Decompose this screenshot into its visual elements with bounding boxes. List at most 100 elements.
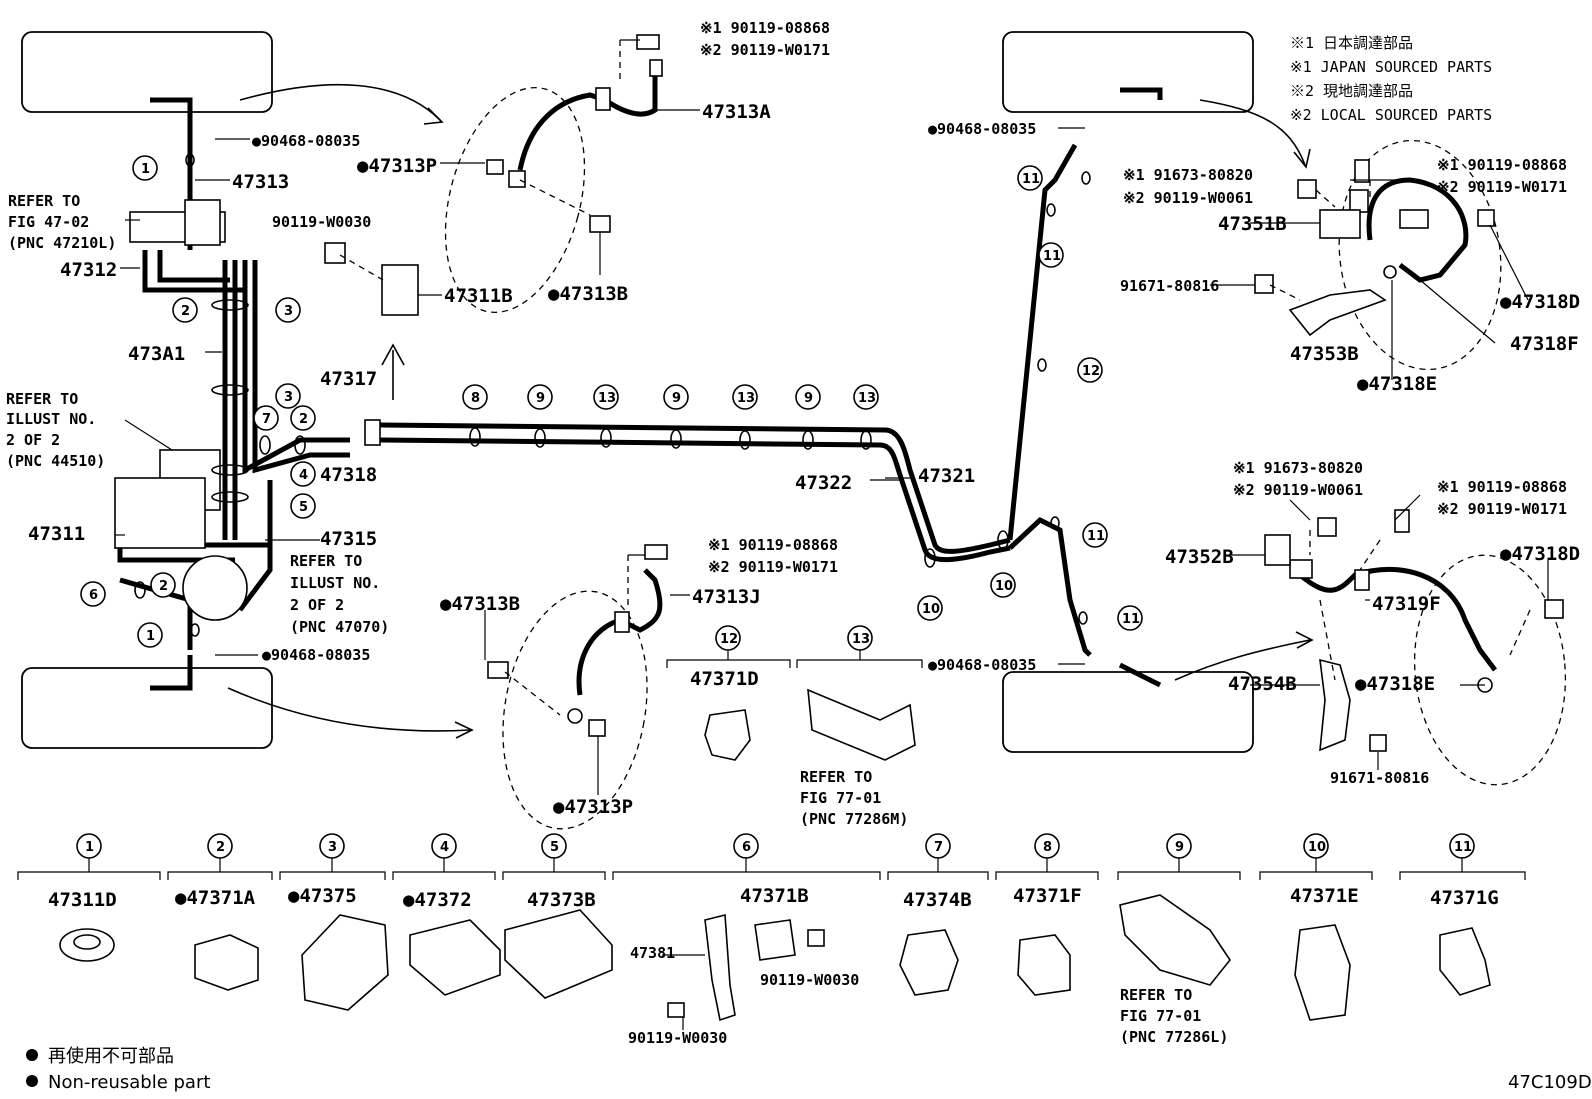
legend-part-47371g: 47371G <box>1430 887 1499 909</box>
svg-text:1: 1 <box>146 629 155 644</box>
ref-47070-line3: 2 OF 2 <box>290 596 344 614</box>
label-91671-80816-b: 91671-80816 <box>1330 769 1429 787</box>
svg-text:8: 8 <box>471 391 480 406</box>
svg-text:11: 11 <box>1454 840 1472 855</box>
label-47354b: 47354B <box>1228 673 1297 695</box>
circle-num-3-a: 3 <box>275 297 301 323</box>
circle-num-2-top: 2 <box>172 297 198 323</box>
svg-text:5: 5 <box>550 840 559 855</box>
note-bot-bolt-2: ※2 90119-W0171 <box>708 558 838 576</box>
ref-44510-line3: 2 OF 2 <box>6 431 60 449</box>
circle-num-6: 6 <box>80 581 106 607</box>
source-note-1-jp: ※1 日本調達部品 <box>1290 34 1413 52</box>
bottom-parts-legend: 1 2 3 4 5 6 7 8 9 10 11 47311D ●47371A ●… <box>17 833 1526 1047</box>
circle-num-13-a: 13 <box>593 384 619 410</box>
label-47318d-a: ●47318D <box>1500 291 1580 313</box>
note-top-bolt-1: ※1 90119-08868 <box>700 19 830 37</box>
label-90468-right-bot: ●90468-08035 <box>928 656 1036 674</box>
svg-text:10: 10 <box>995 579 1013 594</box>
ref-77286m-line3: (PNC 77286M) <box>800 810 908 828</box>
label-47311b: 47311B <box>444 285 513 307</box>
bracket-47311b <box>381 264 419 316</box>
bracket-47354b <box>1319 658 1351 752</box>
legend-circle-11: 11 <box>1449 833 1475 859</box>
circle-num-7: 7 <box>253 405 279 431</box>
svg-text:13: 13 <box>598 391 616 406</box>
ref-77286l-line2: FIG 77-01 <box>1120 1007 1201 1025</box>
svg-text:9: 9 <box>536 391 545 406</box>
note-top-bolt-2: ※2 90119-W0171 <box>700 41 830 59</box>
label-90119-w0030-top: 90119-W0030 <box>272 213 371 231</box>
svg-text:11: 11 <box>1087 529 1105 544</box>
label-91671-80816-a: 91671-80816 <box>1120 277 1219 295</box>
circle-num-12-mid: 12 <box>715 625 741 651</box>
source-note-1-en: ※1 JAPAN SOURCED PARTS <box>1290 58 1492 76</box>
vehicle-outline-rear-right <box>1002 671 1254 753</box>
svg-text:2: 2 <box>216 840 225 855</box>
circle-num-11-c: 11 <box>1082 522 1108 548</box>
ref-47070-line1: REFER TO <box>290 552 362 570</box>
legend-part-47371e: 47371E <box>1290 885 1359 907</box>
legend-part-47375: ●47375 <box>288 885 357 907</box>
svg-text:10: 10 <box>1308 840 1326 855</box>
leader-lines <box>115 39 1549 770</box>
legend-part-47311d: 47311D <box>48 889 117 911</box>
svg-text:13: 13 <box>737 391 755 406</box>
label-47318d-b: ●47318D <box>1500 543 1580 565</box>
ref-fig4702-line2: FIG 47-02 <box>8 213 89 231</box>
flow-arrow-bottom-right <box>1174 639 1311 681</box>
wheel-outline-rear-right <box>1413 554 1567 786</box>
clamp-47371a-illustration <box>194 934 259 991</box>
ref-fig4702-line1: REFER TO <box>8 192 80 210</box>
vehicle-outline-front-left <box>21 31 273 113</box>
svg-text:2: 2 <box>181 304 190 319</box>
clamp-47374b-illustration <box>899 929 959 996</box>
flow-arrow-top-right <box>1199 99 1306 166</box>
label-47317: 47317 <box>320 368 377 390</box>
non-reusable-legend: 再使用不可部品 Non-reusable part <box>26 1046 210 1093</box>
label-47318e-b: ●47318E <box>1355 673 1435 695</box>
legend-part-47371b: 47371B <box>740 885 809 907</box>
legend-circle-6: 6 <box>733 833 759 859</box>
label-47319f: 47319F <box>1372 593 1441 615</box>
label-47313p-bot: ●47313P <box>553 796 633 818</box>
svg-text:3: 3 <box>284 390 293 405</box>
circle-num-1-bot: 1 <box>137 622 163 648</box>
label-47318f: 47318F <box>1510 333 1579 355</box>
label-47313b-top: ●47313B <box>548 283 628 305</box>
clamp-47371b-illustration <box>754 919 796 961</box>
note-rb-bracket-bolt-1: ※1 91673-80820 <box>1233 459 1363 477</box>
legend-circle-2: 2 <box>207 833 233 859</box>
label-90468-bot: ●90468-08035 <box>262 646 370 664</box>
circle-num-2-mid: 2 <box>290 405 316 431</box>
svg-text:11: 11 <box>1122 612 1140 627</box>
note-rt-bracket-bolt-1: ※1 91673-80820 <box>1123 166 1253 184</box>
clamp-47375-illustration <box>301 914 389 1011</box>
circle-num-11-d: 11 <box>1117 605 1143 631</box>
bracket-47352b <box>1264 534 1291 566</box>
label-47352b: 47352B <box>1165 546 1234 568</box>
legend-circle-5: 5 <box>541 833 567 859</box>
legend-sub-47381: 47381 <box>630 944 675 962</box>
svg-text:1: 1 <box>85 840 94 855</box>
clamp-47371f-illustration <box>1017 934 1071 996</box>
label-47322: 47322 <box>795 472 852 494</box>
svg-text:4: 4 <box>440 840 449 855</box>
legend-circle-10: 10 <box>1303 833 1329 859</box>
flex-hose-47318f <box>1366 177 1469 283</box>
wheel-outline-front-left <box>444 87 586 313</box>
bracket-47351b <box>1319 209 1361 239</box>
source-note-2-jp: ※2 現地調達部品 <box>1290 82 1413 100</box>
circle-num-4: 4 <box>290 461 316 487</box>
label-47311: 47311 <box>28 523 85 545</box>
note-rt-bracket-bolt-2: ※2 90119-W0061 <box>1123 189 1253 207</box>
brake-booster-outline <box>182 555 248 621</box>
svg-text:3: 3 <box>284 304 293 319</box>
circle-num-13-c: 13 <box>853 384 879 410</box>
ref-fig4702-line3: (PNC 47210L) <box>8 234 116 252</box>
svg-text:7: 7 <box>262 412 271 427</box>
note-bot-bolt-1: ※1 90119-08868 <box>708 536 838 554</box>
ref-44510-line1: REFER TO <box>6 390 78 408</box>
clamp-47373b-illustration <box>504 909 613 999</box>
svg-text:9: 9 <box>804 391 813 406</box>
